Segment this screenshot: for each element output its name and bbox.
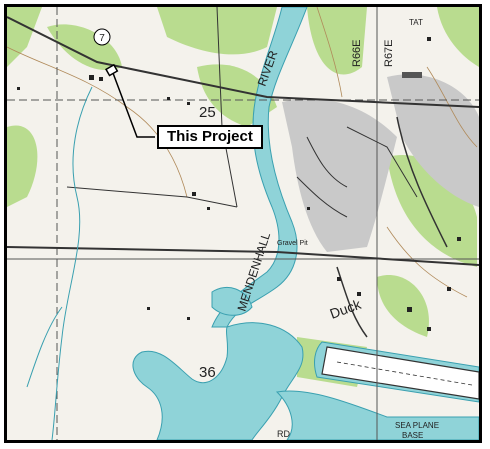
road-label: RD xyxy=(277,429,290,439)
range-r67e-label: R67E xyxy=(383,39,395,67)
range-r66e-label: R66E xyxy=(351,39,363,67)
tat-label: TAT xyxy=(409,18,423,27)
streams xyxy=(26,86,93,440)
seaplane-label: SEA PLANE xyxy=(395,421,439,430)
seaplane-base-label: BASE xyxy=(402,431,423,440)
airport-runway xyxy=(321,346,479,400)
section-25-label: 25 xyxy=(199,104,216,121)
map-frame: 7 RIVER MENDENHALL Duck 25 36 R66E R67E … xyxy=(4,4,482,443)
gravel-pit-label: Gravel Pit xyxy=(277,240,308,247)
duck-creek-label: Duck xyxy=(328,296,364,322)
buildings xyxy=(17,37,461,331)
project-callout: This Project xyxy=(157,125,263,149)
topographic-map: 7 RIVER MENDENHALL Duck 25 36 R66E R67E … xyxy=(7,7,479,440)
project-site-marker xyxy=(105,63,155,138)
contour-lines xyxy=(7,7,478,298)
section-36-label: 36 xyxy=(199,364,216,381)
route-shield: 7 xyxy=(93,28,111,46)
route-number: 7 xyxy=(99,33,105,44)
